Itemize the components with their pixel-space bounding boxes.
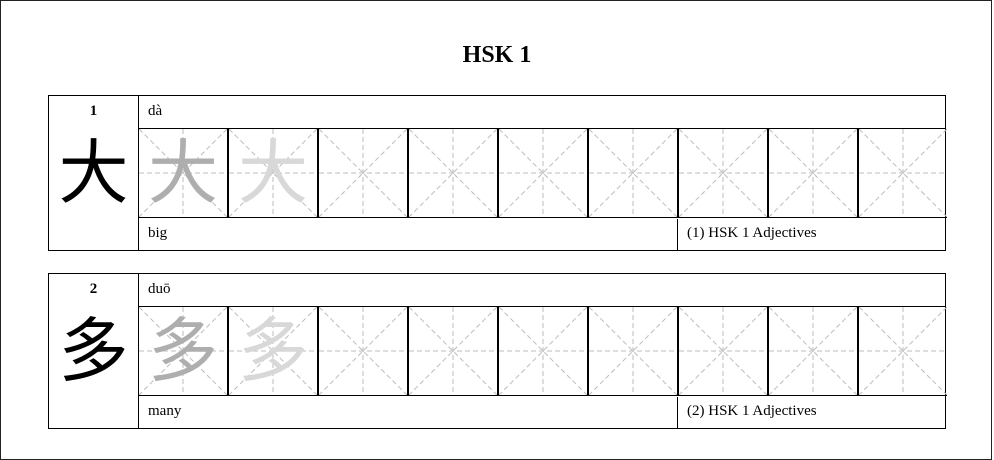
meaning-row: many (2) HSK 1 Adjectives [139, 397, 945, 428]
pinyin: dà [148, 103, 163, 119]
grid-guide-lines [679, 307, 767, 395]
practice-cell [589, 307, 679, 396]
main-character: 多 [58, 310, 129, 392]
trace-character: 多 [148, 310, 218, 392]
trace-character: 多 [238, 310, 308, 392]
character-entry: 1 大 dà 大大 big (1) HSK 1 Adjectives [48, 95, 947, 251]
category-label: (1) HSK 1 Adjectives [687, 225, 817, 241]
practice-cell [499, 129, 589, 218]
grid-guide-lines [499, 307, 587, 395]
grid-guide-lines [229, 129, 317, 217]
pinyin-row: dà [139, 96, 945, 129]
page-title: HSK 1 [462, 42, 532, 68]
practice-cell: 大 [229, 129, 319, 218]
entry-index-column: 2 多 [49, 274, 139, 428]
grid-guide-lines [679, 129, 767, 217]
practice-cell [679, 307, 769, 396]
character-entry: 2 多 duō 多多 many (2) HSK 1 Adjectives [48, 273, 947, 429]
practice-cell [319, 307, 409, 396]
main-character: 大 [58, 132, 129, 214]
meaning-row: big (1) HSK 1 Adjectives [139, 219, 945, 250]
grid-guide-lines [139, 307, 227, 395]
practice-cell [409, 129, 499, 218]
practice-cell: 多 [229, 307, 319, 396]
practice-grid: 大大 [139, 129, 947, 218]
grid-guide-lines [409, 307, 497, 395]
practice-cell: 多 [139, 307, 229, 396]
grid-guide-lines [319, 307, 407, 395]
practice-cell [319, 129, 409, 218]
pinyin-row: duō [139, 274, 945, 307]
grid-guide-lines [589, 129, 677, 217]
grid-guide-lines [769, 129, 857, 217]
grid-guide-lines [229, 307, 317, 395]
category-cell: (2) HSK 1 Adjectives [677, 397, 946, 428]
practice-cell [859, 307, 947, 396]
entry-number: 2 [89, 281, 98, 297]
grid-guide-lines [859, 307, 947, 395]
practice-cell [679, 129, 769, 218]
trace-character: 大 [238, 132, 308, 214]
practice-cell [859, 129, 947, 218]
practice-cell [499, 307, 589, 396]
entry-number: 1 [89, 103, 98, 119]
practice-grid: 多多 [139, 307, 947, 396]
grid-guide-lines [769, 307, 857, 395]
meaning: big [148, 225, 168, 241]
meaning: many [148, 403, 182, 419]
practice-cell [409, 307, 499, 396]
grid-guide-lines [319, 129, 407, 217]
category-label: (2) HSK 1 Adjectives [687, 403, 817, 419]
practice-cell [769, 307, 859, 396]
practice-cell: 大 [139, 129, 229, 218]
practice-cell [589, 129, 679, 218]
pinyin: duō [148, 281, 171, 297]
grid-guide-lines [859, 129, 947, 217]
trace-character: 大 [148, 132, 218, 214]
category-cell: (1) HSK 1 Adjectives [677, 219, 946, 250]
practice-cell [769, 129, 859, 218]
grid-guide-lines [589, 307, 677, 395]
entry-index-column: 1 大 [49, 96, 139, 250]
grid-guide-lines [499, 129, 587, 217]
grid-guide-lines [409, 129, 497, 217]
grid-guide-lines [139, 129, 227, 217]
